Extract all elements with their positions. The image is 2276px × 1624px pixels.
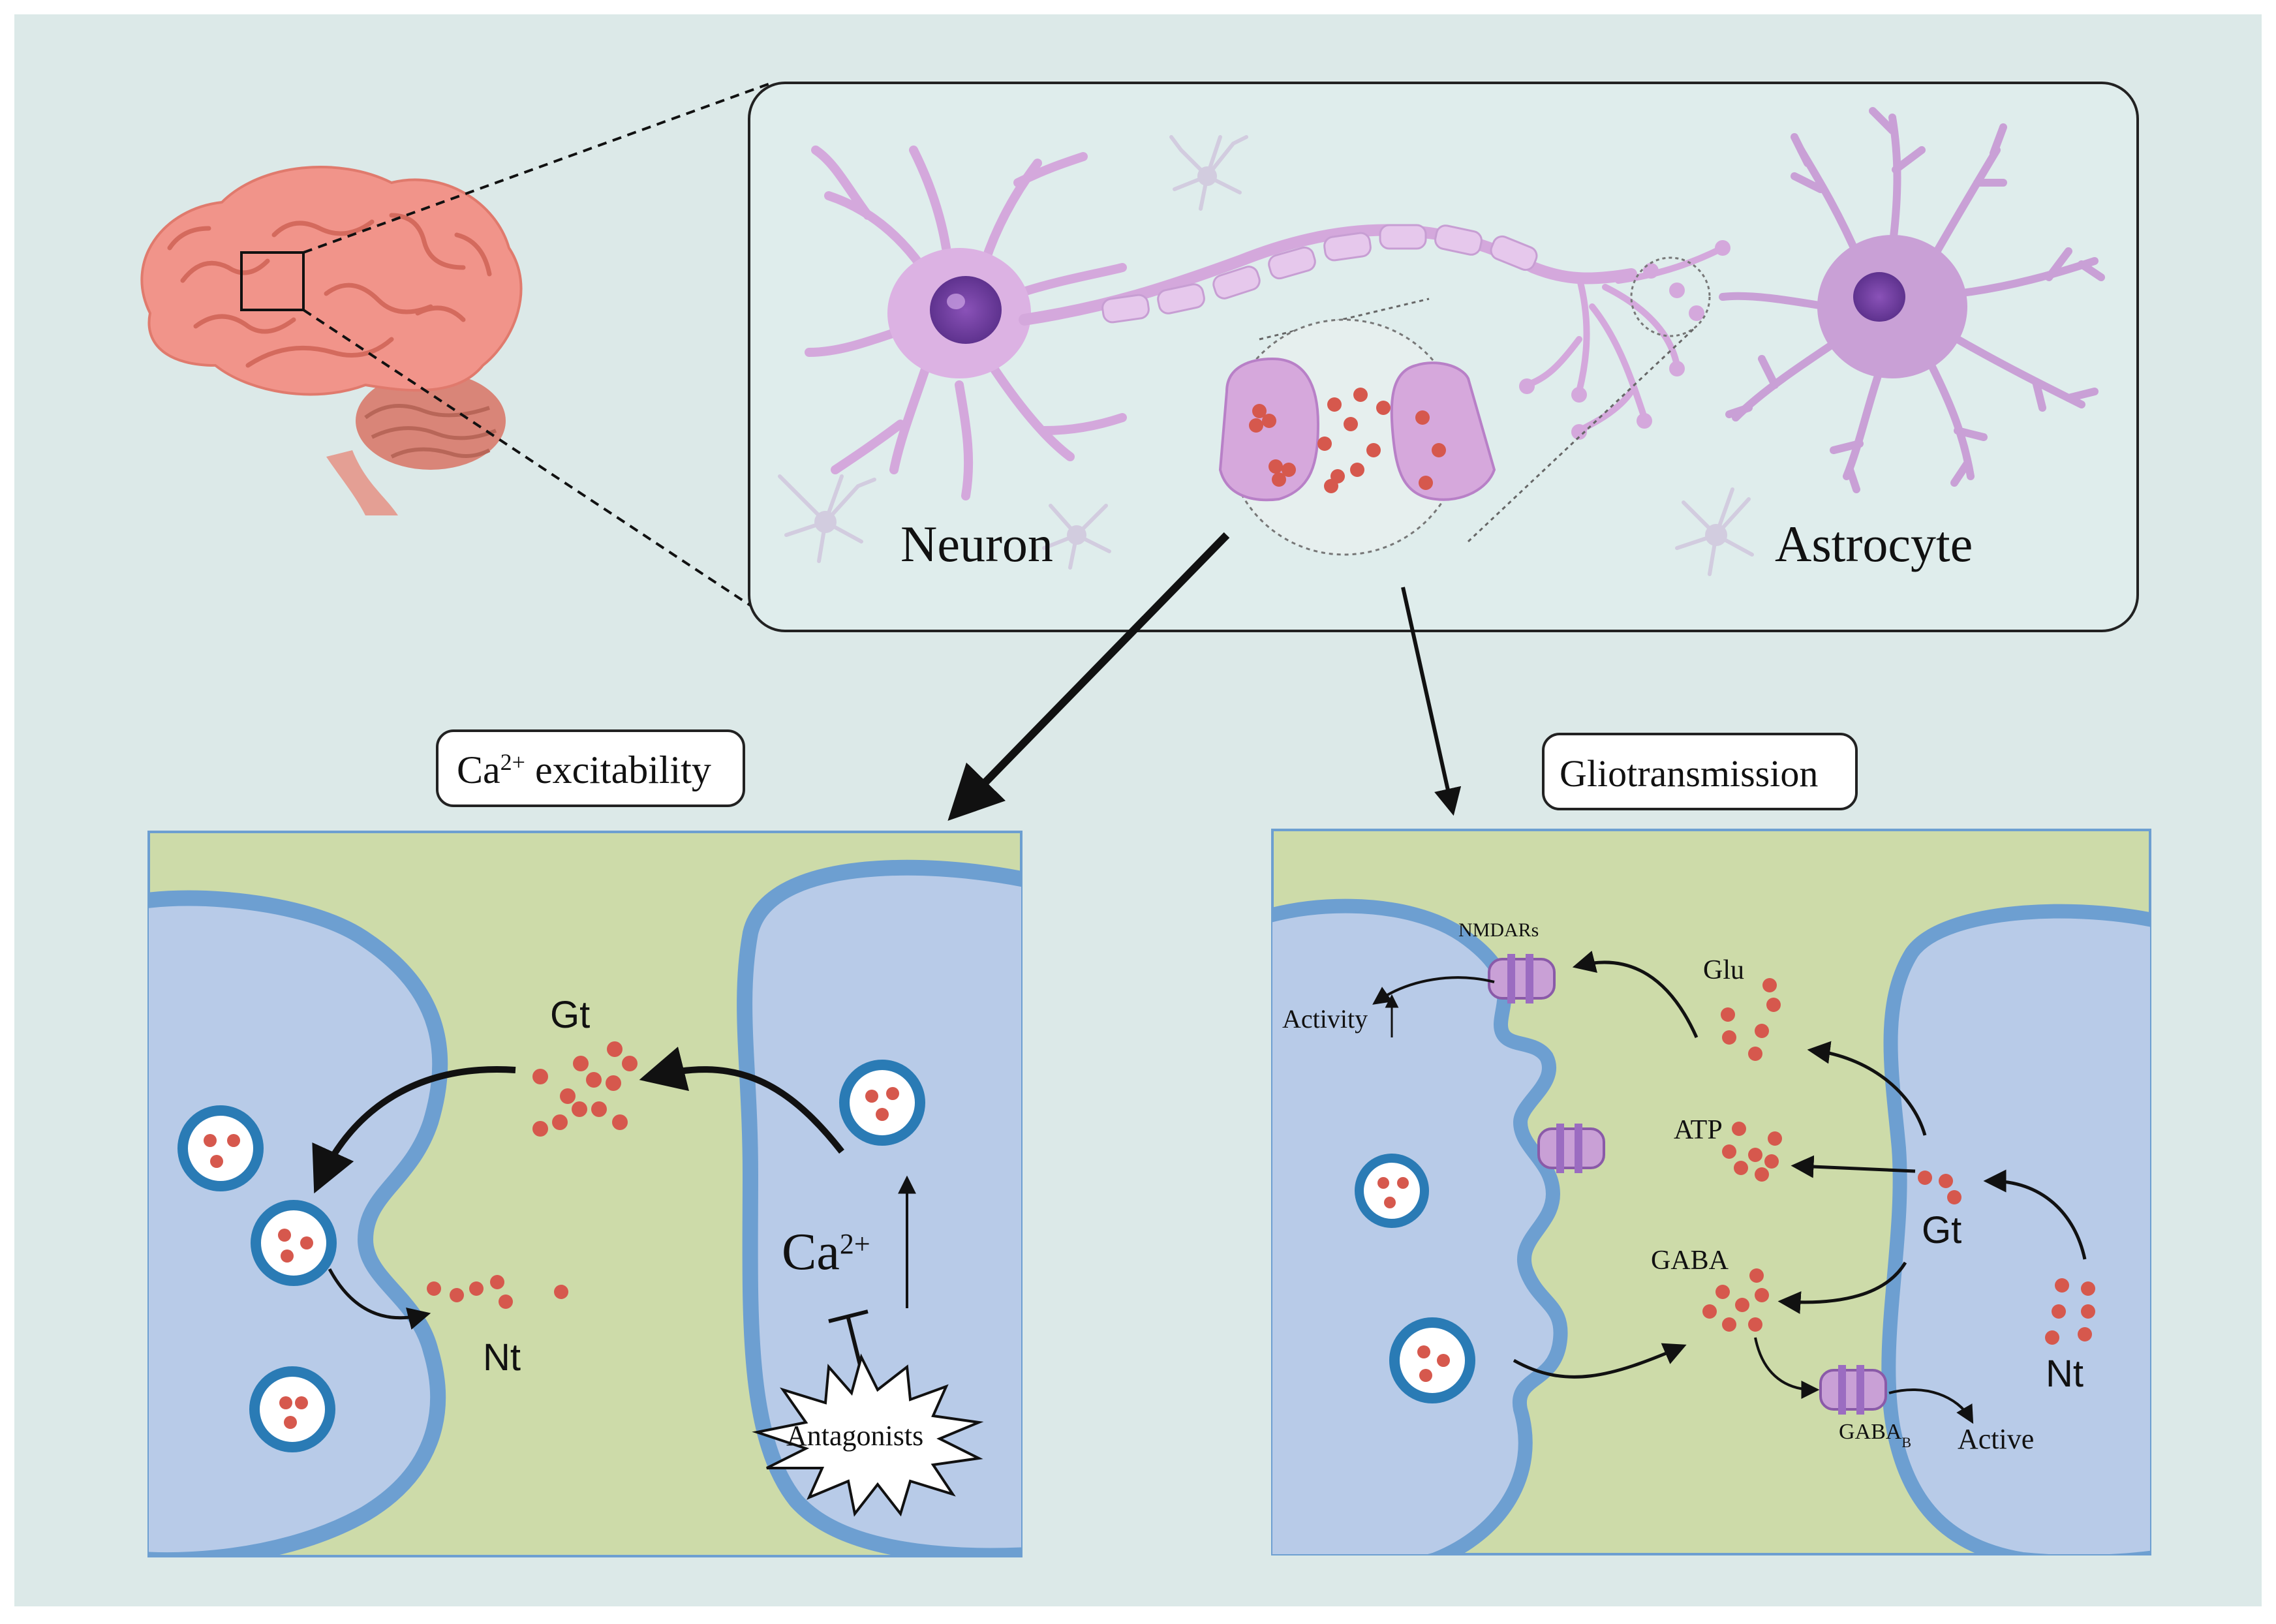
arrow-gt-to-vesicle [312,1066,516,1194]
arrow-vesicle-to-nt [328,1268,431,1330]
gliotransmission-title: Gliotransmission [1560,752,1818,795]
gt-particles [1918,1171,1961,1204]
vesicle [177,1105,264,1191]
gabab-sub: B [1901,1434,1911,1450]
myelin-sheath [1101,224,1538,324]
active-label: Active [1958,1423,2034,1455]
brain-illustration [140,166,523,515]
right-astrocyte-cell [1881,904,2150,1554]
svg-text:Ca2+ excitability: Ca2+ excitability [457,748,711,791]
gabab-label: GABAB [1839,1420,1911,1450]
ca-excitability-label: Ca2+ excitability [436,729,745,807]
left-ca-sup: 2+ [840,1228,870,1260]
ca-title-rest: excitability [525,748,711,791]
ca-excitability-panel: Gt Nt Ca2+ Antagonists [147,831,1023,1557]
atp-particles [1722,1122,1782,1182]
arrow-gt-to-gaba [1777,1261,1907,1314]
left-ca-label: Ca2+ [782,1223,870,1281]
left-gt-label: Gt [550,994,590,1036]
vesicle [1355,1154,1429,1228]
vesicle [1389,1317,1475,1403]
overview-box [748,82,2139,632]
vesicle [249,1366,335,1452]
left-astrocyte-cell [737,859,1021,1556]
gabab-receptor [1819,1365,1887,1415]
nmdars-label: NMDARs [1458,919,1539,941]
arrow-to-ca-panel [947,532,1230,821]
vesicle [839,1060,925,1146]
synapse-particles [1249,388,1446,493]
gliotransmission-label: Gliotransmission [1542,733,1858,810]
zoom-line-bottom [302,309,752,607]
gabab-main: GABA [1839,1420,1902,1444]
glu-particles [1721,978,1781,1061]
glu-label: Glu [1703,955,1744,985]
background-glia [778,135,1754,576]
right-vesicles [1355,1154,1475,1403]
receptor-channel [1537,1124,1605,1173]
antagonists-label: Antagonists [786,1420,923,1452]
synapse-highlight-circle [1630,256,1711,337]
arrow-nmdar-to-activity [1372,976,1495,1005]
postsynaptic-terminal [1390,361,1496,501]
astrocyte-processes [1719,107,2105,493]
left-nt-particles [427,1275,568,1309]
arrow-gt-to-atp [1791,1155,1916,1178]
inhibition-bar [828,1310,869,1323]
astrocyte-nucleus [1853,272,1905,322]
antagonists-burst [752,1353,984,1517]
neuron-astrocyte-overview: Neuron Astrocyte [748,82,2139,632]
left-vesicles [177,1060,925,1452]
arrow-astro-to-gt [639,1047,844,1154]
vesicle [251,1200,337,1286]
neuron-nucleus [930,276,1002,344]
arrow-to-glio-panel [1401,587,1462,816]
right-nt-label: Nt [2046,1353,2084,1395]
ca-title-sup: 2+ [500,749,525,775]
arrow-gaba-to-gabab [1754,1337,1820,1399]
terminal-boutons [1519,240,1730,440]
nt-particles [2045,1278,2095,1345]
zoom-line-top [303,82,771,254]
arrow-astro-to-glu [1807,1041,1927,1136]
arrow-nt-to-gt [1983,1169,2087,1260]
neuron-label: Neuron [900,515,1053,572]
gaba-particles [1702,1268,1769,1332]
right-gt-label: Gt [1922,1209,1961,1251]
brain-region-box [240,251,305,311]
left-ca-main: Ca [782,1223,840,1281]
left-gt-particles [532,1041,638,1137]
gaba-label: GABA [1651,1246,1729,1276]
astrocyte-label: Astrocyte [1775,515,1973,572]
ca-title-main: Ca [457,748,500,791]
activity-label: Activity [1282,1004,1368,1034]
arrow-vesicle-to-gaba [1513,1343,1687,1379]
arrow-glu-to-nmdar [1572,951,1699,1039]
presynaptic-terminal [1218,357,1320,502]
atp-label: ATP [1674,1115,1723,1145]
nmdar-receptor [1488,954,1556,1004]
left-nt-label: Nt [483,1336,521,1379]
gliotransmission-panel: NMDARs Activity [1271,829,2151,1555]
arrow-gabab-to-active [1888,1388,1974,1424]
